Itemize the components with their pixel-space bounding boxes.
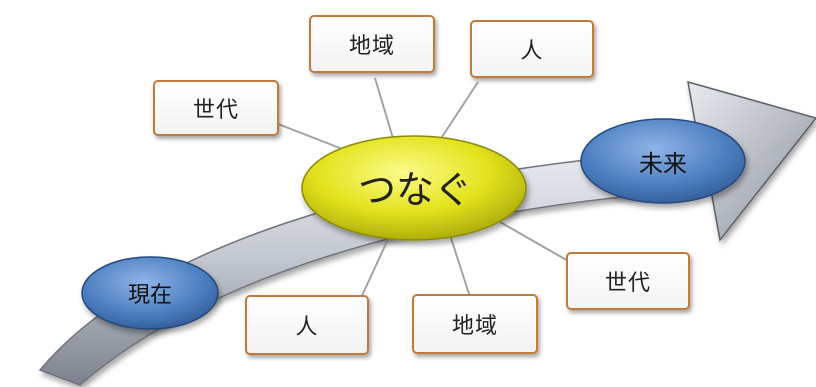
- box-lower-middle: 地域: [412, 294, 538, 354]
- box-lower-left: 人: [245, 295, 369, 355]
- box-upper-left: 世代: [153, 80, 279, 136]
- connector-lines: [277, 77, 571, 301]
- box-lower-right: 世代: [566, 252, 690, 310]
- goal-ellipse: [580, 118, 746, 204]
- center-ellipse: [301, 135, 527, 241]
- box-upper-middle: 地域: [309, 15, 435, 73]
- center-label: つなぐ: [357, 167, 472, 212]
- start-ellipse: [81, 256, 219, 330]
- goal-label: 未来: [639, 149, 687, 178]
- start-label: 現在: [127, 283, 172, 308]
- box-upper-right: 人: [470, 20, 594, 78]
